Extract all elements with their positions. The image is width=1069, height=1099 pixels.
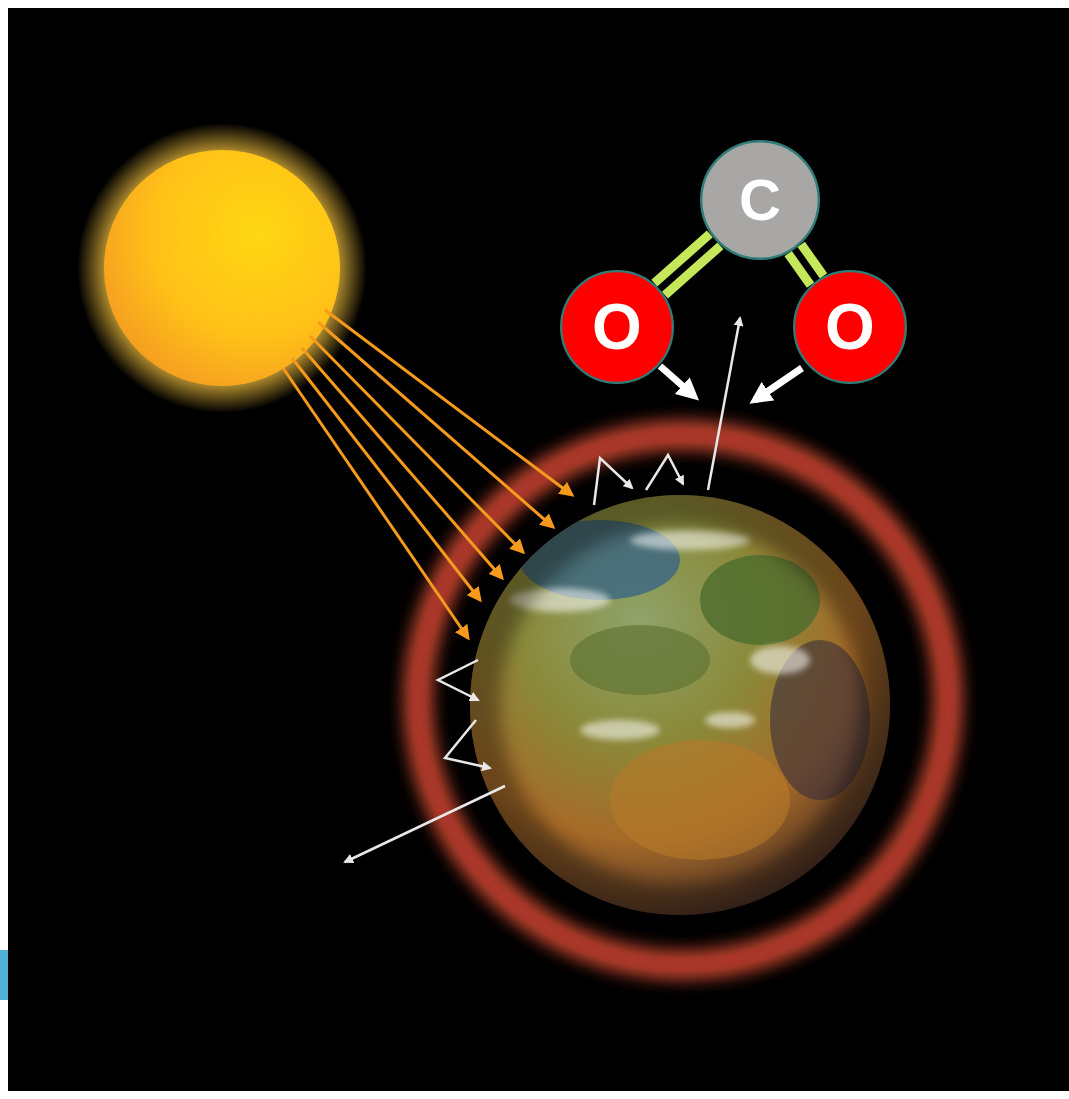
bond-line	[654, 234, 710, 283]
oxygen-atom: O	[793, 270, 907, 384]
double-bond	[654, 234, 720, 295]
double-bond	[788, 244, 823, 285]
atom-symbol: C	[739, 171, 781, 229]
bond-line	[788, 254, 810, 286]
atom-symbol: O	[592, 295, 642, 359]
oxygen-atom: O	[560, 270, 674, 384]
carbon-atom: C	[700, 140, 820, 260]
atom-symbol: O	[825, 295, 875, 359]
